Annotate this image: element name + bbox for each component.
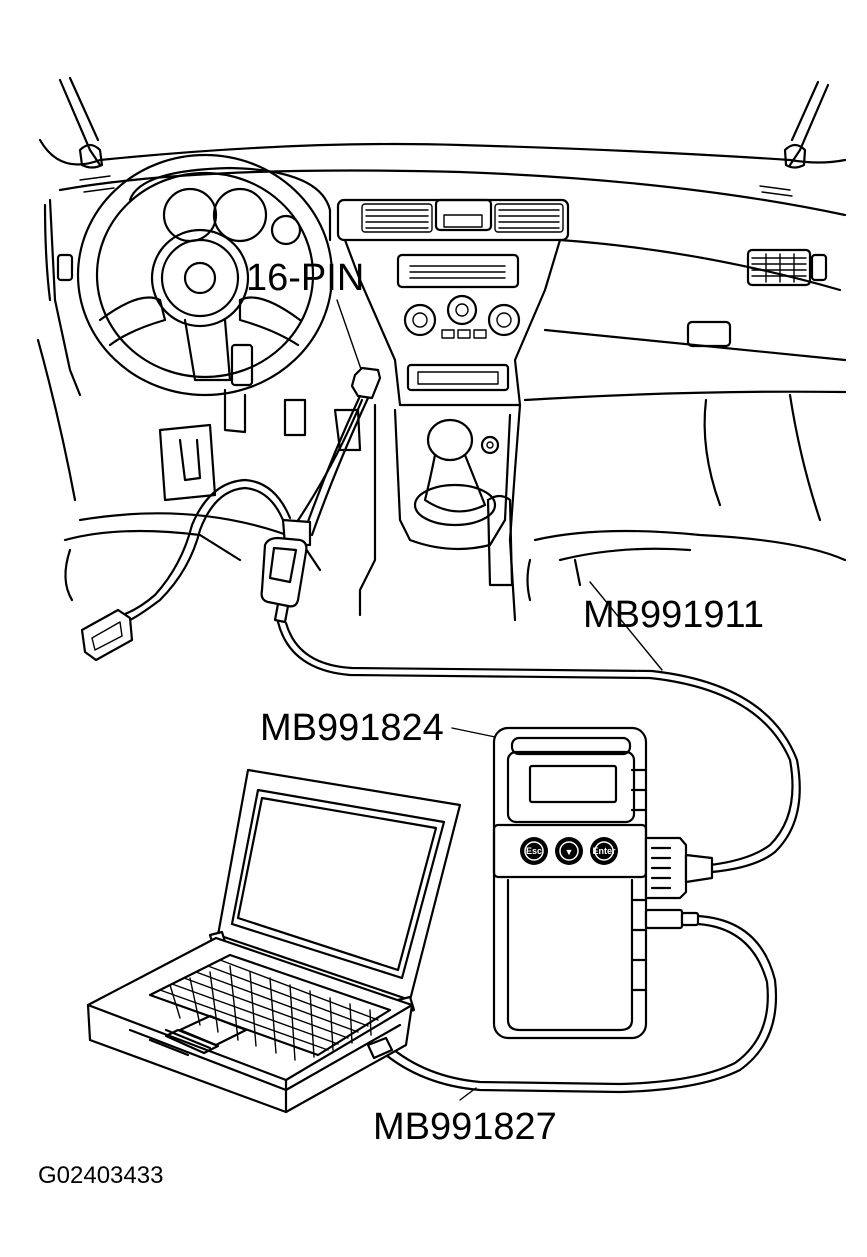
16-pin-label: 16-PIN: [246, 257, 364, 299]
brake-pedal: [223, 388, 247, 434]
down-button-label: ▼: [565, 847, 574, 857]
dash-top: [38, 138, 847, 166]
glovebox-handle: [686, 320, 732, 348]
gear-knob: [426, 418, 474, 462]
obd-connector-assembly: [80, 299, 801, 874]
mb991827-label: MB991827: [373, 1106, 557, 1148]
vci-device: Esc ▼ Enter: [451, 726, 714, 1040]
obd-plug: [80, 608, 134, 662]
enter-button-label: Enter: [592, 846, 616, 856]
keyboard-keys: [159, 959, 379, 1061]
mb991824-label: MB991824: [260, 707, 444, 749]
laptop-usb-plug: [366, 1036, 394, 1060]
right-a-pillar: [788, 83, 830, 167]
laptop-lid: [216, 768, 462, 1002]
16-pin-connector: [350, 366, 382, 400]
laptop-base: [86, 936, 414, 1114]
car-interior: [36, 76, 847, 622]
accelerator-pedal: [283, 398, 307, 437]
mb991911-cable: [276, 620, 794, 867]
steering-wheel: [76, 153, 334, 397]
climate-knob-right: [487, 303, 521, 337]
mb991911-label: MB991911: [583, 594, 764, 636]
center-vents: [336, 198, 570, 242]
climate-knob-center: [446, 294, 478, 326]
gauge-right: [212, 187, 268, 243]
laptop-screen: [236, 796, 438, 972]
esc-button-label: Esc: [526, 846, 542, 856]
climate-knob-left: [403, 303, 437, 337]
laptop-keyboard: [148, 953, 392, 1057]
mb991827-cable: [378, 914, 778, 1094]
radio: [396, 253, 520, 289]
parking-brake: [486, 494, 514, 587]
clutch-pedal: [158, 423, 217, 502]
laptop: [86, 768, 462, 1114]
vci-screen: [528, 764, 618, 804]
vci-body: [492, 726, 648, 1040]
vci-usb-port: [644, 908, 684, 930]
figure-code: G02403433: [38, 1162, 163, 1189]
left-a-pillar: [58, 78, 102, 167]
gauge-left: [162, 187, 218, 243]
